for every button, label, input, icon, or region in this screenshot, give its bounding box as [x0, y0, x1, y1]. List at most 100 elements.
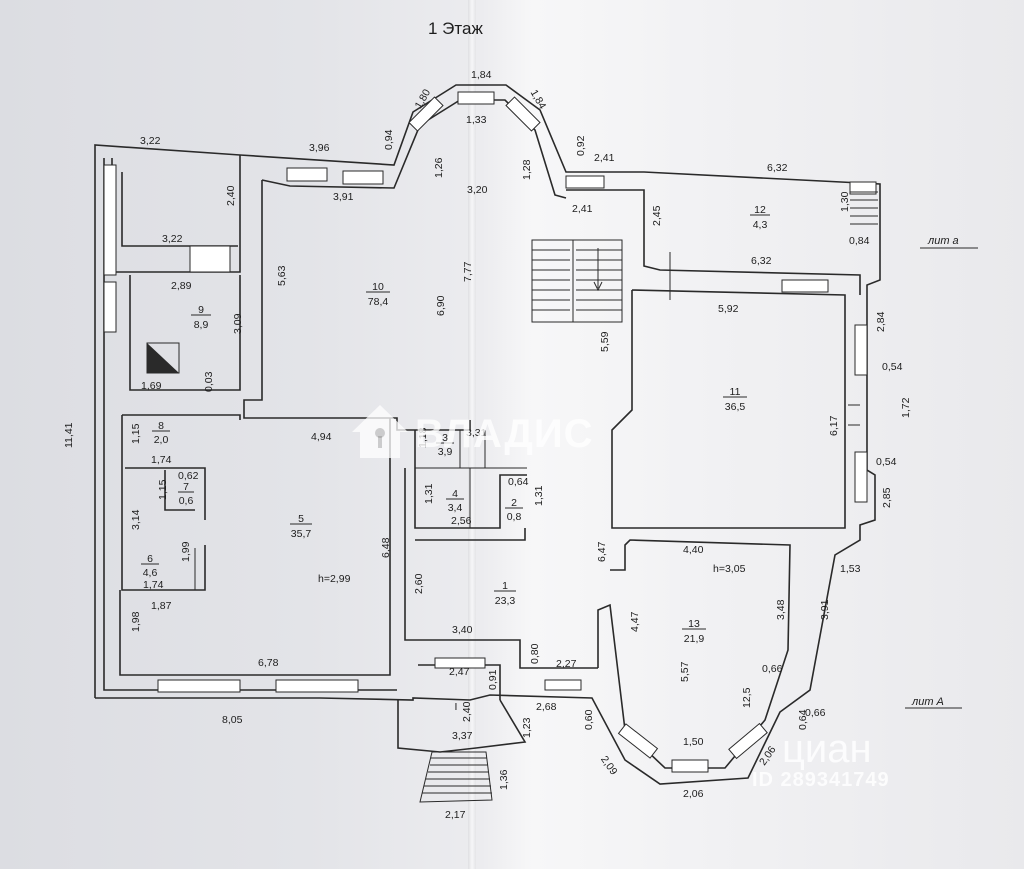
dimension-label: 2,68 [536, 701, 557, 713]
dimension-label: 0,03 [203, 371, 215, 392]
dimension-label: 1,26 [433, 157, 445, 178]
dimension-label: 1,53 [840, 563, 861, 575]
dimension-label: 1,69 [141, 380, 162, 392]
dimension-label: 3,48 [775, 599, 787, 620]
dimension-label: 3,31 [466, 427, 487, 439]
dimension-label: 6,32 [767, 162, 788, 174]
room-area: 4,6 [143, 567, 158, 579]
dimension-label: 6,78 [258, 657, 279, 669]
cian-watermark: циан ID 289341749 [752, 727, 889, 791]
room-number: 5 [298, 513, 304, 525]
entrance-steps [419, 751, 493, 803]
dimension-label: 0,64 [797, 709, 809, 730]
dimension-label: 5,92 [718, 303, 739, 315]
dimension-label: 2,84 [875, 311, 887, 332]
room-area: 0,8 [507, 511, 522, 523]
dimension-label: 0,94 [383, 129, 395, 150]
dimension-label: 0,66 [762, 663, 783, 675]
dimension-labels: 1,84 1,80 1,84 1,33 0,94 0,92 3,22 3,96 … [63, 69, 912, 821]
room-number: 3 [442, 432, 448, 444]
vladis-watermark-text: ВЛАДИС [415, 412, 593, 456]
dimension-label: 2,17 [445, 809, 466, 821]
dimension-label: 2,41 [594, 152, 615, 164]
room-number: 9 [198, 304, 204, 316]
dimension-label: 1,30 [839, 191, 851, 212]
dimension-label: 0,66 [805, 707, 826, 719]
dimension-label: 2,40 [461, 701, 473, 722]
dimension-label: 2,41 [572, 203, 593, 215]
dimension-label: 6,47 [596, 541, 608, 562]
dimension-label: 2,85 [881, 487, 893, 508]
dimension-label: 1,99 [180, 541, 192, 562]
dimension-label: 3,96 [309, 142, 330, 154]
dimension-label: 1,84 [528, 88, 549, 112]
room-area: 21,9 [684, 633, 705, 645]
dimension-label: 4,40 [683, 544, 704, 556]
dimension-label: 3,40 [452, 624, 473, 636]
dimension-label: 1,74 [151, 454, 172, 466]
dimension-label: 3,09 [232, 313, 244, 334]
dimension-label: 2,40 [225, 185, 237, 206]
dimension-label: 5,57 [679, 661, 691, 682]
paper-fold [468, 0, 476, 869]
dimension-label: 1,74 [143, 579, 164, 591]
dimension-label: 3,20 [467, 184, 488, 196]
windows [103, 91, 877, 773]
room-area: 0,6 [179, 495, 194, 507]
dimension-label: 0,54 [876, 456, 897, 468]
room-number: 8 [158, 420, 164, 432]
dimension-label: 1,33 [466, 114, 487, 126]
dimension-label: 0,92 [575, 135, 587, 156]
room-area: 78,4 [368, 296, 389, 308]
dimension-label: 0,91 [487, 669, 499, 690]
dimension-label: 8,05 [222, 714, 243, 726]
door-marks [194, 252, 860, 590]
dimension-label: 4,47 [629, 611, 641, 632]
room-area: 36,5 [725, 401, 746, 413]
cian-watermark-text: циан [782, 727, 872, 771]
dimension-label: 0,80 [529, 643, 541, 664]
room-number: 1 [502, 580, 508, 592]
dimension-label: 2,06 [683, 788, 704, 800]
room-number: I [455, 701, 458, 713]
dimension-label: 1,36 [498, 769, 510, 790]
room-number: 2 [511, 497, 517, 509]
room-area: 3,4 [448, 502, 463, 514]
room-area: 4,3 [753, 219, 768, 231]
dimension-label: 1,28 [521, 159, 533, 180]
room-area: 3,9 [438, 446, 453, 458]
room-number: 7 [183, 481, 189, 493]
dimension-label: 0,62 [178, 470, 199, 482]
staircase-main [531, 239, 623, 323]
dimension-label: 6,90 [435, 295, 447, 316]
room-area: 35,7 [291, 528, 312, 540]
dimension-label: 0,84 [849, 235, 870, 247]
dimension-label: 1,84 [471, 69, 492, 81]
chimney-symbol [146, 342, 180, 374]
dimension-label: 1,15 [157, 479, 169, 500]
dimension-label: 6,48 [380, 537, 392, 558]
room-number: 10 [372, 281, 384, 293]
lit-label-a-capital: лит А [911, 696, 944, 708]
dimension-label: 2,89 [171, 280, 192, 292]
dimension-label: 3,91 [819, 599, 831, 620]
dimension-label: 0,54 [882, 361, 903, 373]
room-area: 2,0 [154, 434, 169, 446]
dimension-label: 0,60 [583, 709, 595, 730]
staircase-small [850, 191, 878, 225]
lit-label-a-small: лит а [927, 235, 959, 247]
ceiling-height: h=2,99 [318, 573, 351, 585]
dimension-label: 7,77 [462, 261, 474, 282]
dimension-label: 6,32 [751, 255, 772, 267]
dimension-label: 1,87 [151, 600, 172, 612]
dimension-label: 2,60 [413, 573, 425, 594]
dimension-label: 6,17 [828, 415, 840, 436]
dimension-label: 2,09 [598, 754, 620, 778]
room-number: 13 [688, 618, 700, 630]
dimension-label: 1,31 [423, 483, 435, 504]
room-area: 8,9 [194, 319, 209, 331]
dimension-label: 1,31 [533, 485, 545, 506]
room-number: 11 [730, 386, 741, 398]
